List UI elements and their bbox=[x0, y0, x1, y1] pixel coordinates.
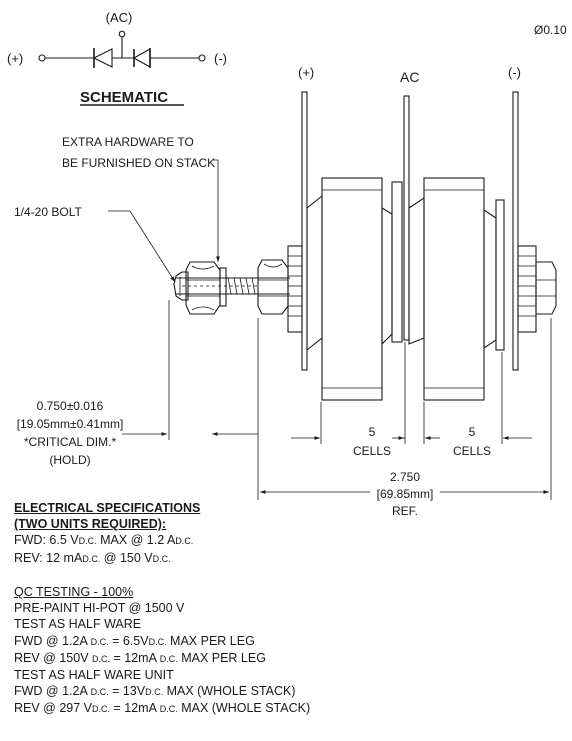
critical-dim-note: *CRITICAL DIM.* bbox=[24, 435, 117, 449]
schematic-ac-terminal bbox=[118, 30, 126, 38]
left-nut bbox=[185, 261, 221, 315]
second-nut bbox=[257, 259, 289, 315]
plus-terminal-plate bbox=[301, 91, 308, 371]
left-washer bbox=[219, 267, 227, 307]
qc-line-7: REV @ 297 VD.C. = 12mA D.C. MAX (WHOLE S… bbox=[14, 701, 311, 716]
electrical-subtitle: (TWO UNITS REQUIRED): bbox=[14, 517, 167, 532]
cells-right-count: 5 bbox=[469, 425, 476, 439]
schematic-minus-label: (-) bbox=[214, 51, 227, 66]
qc-line-4: REV @ 150V D.C. = 12mA D.C. MAX PER LEG bbox=[14, 650, 266, 665]
electrical-title: ELECTRICAL SPECIFICATIONS bbox=[14, 501, 201, 515]
ac-hardware-block bbox=[391, 181, 403, 343]
diode-right-symbol bbox=[132, 48, 151, 68]
cells-right-label: CELLS bbox=[453, 444, 491, 458]
qc-testing: QC TESTING - 100% PRE-PAINT HI-POT @ 150… bbox=[14, 584, 310, 718]
bolt-leader bbox=[108, 210, 176, 283]
cells-left-count: 5 bbox=[369, 425, 376, 439]
qc-line-2: TEST AS HALF WARE bbox=[14, 617, 142, 632]
extra-hardware-leader bbox=[213, 159, 220, 262]
extra-hardware-line2: BE FURNISHED ON STACK bbox=[62, 156, 215, 170]
right-nut bbox=[535, 261, 557, 315]
qc-line-3: FWD @ 1.2A D.C. = 6.5VD.C. MAX PER LEG bbox=[14, 633, 255, 648]
critical-dim-hold: (HOLD) bbox=[49, 453, 90, 467]
plus-hardware-block bbox=[287, 245, 303, 333]
schematic-plus-terminal bbox=[38, 54, 46, 62]
overall-dim-value: 2.750 bbox=[390, 470, 420, 484]
terminal-ac-label: AC bbox=[400, 69, 419, 85]
schematic-ac-label: (AC) bbox=[106, 10, 133, 25]
qc-line-5: TEST AS HALF WARE UNIT bbox=[14, 668, 174, 683]
cell-group-1 bbox=[321, 177, 383, 401]
bolt-callout: 1/4-20 BOLT bbox=[14, 205, 82, 219]
minus-terminal-plate bbox=[512, 91, 519, 371]
overall-dim-ref: REF. bbox=[392, 504, 418, 518]
diameter-note: Ø0.10 bbox=[534, 23, 567, 37]
diode-stack-assembly bbox=[173, 91, 557, 401]
electrical-rev-line: REV: 12 mAD.C. @ 150 VD.C. bbox=[14, 550, 171, 565]
diode-left-symbol bbox=[92, 48, 113, 68]
overall-dim-metric: [69.85mm] bbox=[377, 487, 434, 501]
critical-dim-value: 0.750±0.016 bbox=[37, 399, 104, 413]
qc-title: QC TESTING - 100% bbox=[14, 585, 134, 599]
schematic-minus-terminal bbox=[198, 54, 206, 62]
terminal-minus-label: (-) bbox=[508, 65, 521, 80]
qc-line-1: PRE-PAINT HI-POT @ 1500 V bbox=[14, 601, 185, 616]
dimension-lines bbox=[122, 300, 552, 500]
cell-group-2 bbox=[423, 177, 485, 401]
schematic: (AC) (+) (-) SCHEMATIC bbox=[7, 10, 227, 106]
ac-terminal-plate bbox=[403, 95, 410, 341]
bolt-end bbox=[173, 271, 189, 301]
schematic-title: SCHEMATIC bbox=[80, 89, 168, 106]
extra-hardware-line1: EXTRA HARDWARE TO bbox=[62, 135, 194, 149]
minus-hardware-block bbox=[517, 245, 537, 333]
critical-dim-metric: [19.05mm±0.41mm] bbox=[17, 417, 124, 431]
electrical-fwd-line: FWD: 6.5 VD.C. MAX @ 1.2 AD.C. bbox=[14, 533, 194, 548]
terminal-plus-label: (+) bbox=[298, 65, 314, 80]
cells-left-label: CELLS bbox=[353, 444, 391, 458]
electrical-specifications: ELECTRICAL SPECIFICATIONS (TWO UNITS REQ… bbox=[14, 500, 200, 567]
bolt-threads bbox=[227, 277, 256, 295]
schematic-plus-label: (+) bbox=[7, 51, 23, 66]
qc-line-6: FWD @ 1.2A D.C. = 13VD.C. MAX (WHOLE STA… bbox=[14, 684, 296, 699]
